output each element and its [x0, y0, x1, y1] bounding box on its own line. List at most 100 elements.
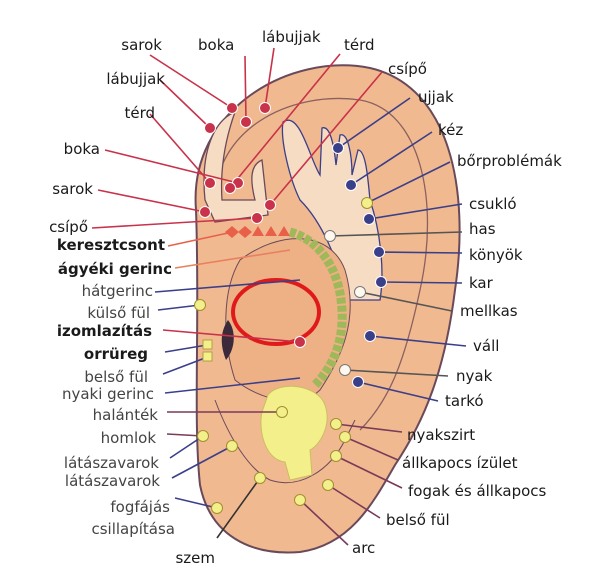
point-dot: [226, 102, 238, 114]
right-label: csukló: [469, 195, 517, 213]
leader-line: [229, 53, 341, 189]
right-label: belső fül: [386, 511, 450, 529]
leader-line: [335, 455, 403, 489]
leader-line: [149, 113, 211, 184]
leader-line: [337, 97, 411, 149]
left-label: belső fül: [84, 368, 148, 386]
point-dot: [364, 330, 376, 342]
leader-line: [244, 55, 247, 123]
point-dot: [204, 122, 216, 134]
point-dot: [363, 213, 375, 225]
point-dot: [322, 479, 334, 491]
helix-inner: [214, 97, 429, 431]
leader-line: [164, 377, 301, 394]
left-label: sarok: [52, 180, 93, 198]
point-dot: [211, 502, 223, 514]
left-label: izomlazítás: [57, 322, 152, 340]
point-dot: [194, 299, 206, 311]
left-label: csípő: [49, 218, 88, 236]
points: [194, 102, 387, 514]
leader-line: [97, 189, 206, 213]
left-label: hátgerinc: [82, 282, 153, 300]
left-label: keresztcsont: [57, 236, 165, 254]
point-dot: [240, 116, 252, 128]
point-dot: [226, 440, 238, 452]
left-label: csillapítása: [91, 520, 175, 538]
right-label: állkapocs ízület: [402, 454, 518, 472]
tragus-dark-mark: [221, 320, 234, 360]
point-dot: [259, 102, 271, 114]
labels: saroklábujjaktérdbokasarokcsípőkeresztcs…: [49, 28, 562, 567]
point-dot: [332, 142, 344, 154]
top-label: lábujjak: [262, 28, 321, 46]
point-dot: [339, 364, 351, 376]
leader-line: [329, 231, 463, 237]
leader-line: [359, 291, 453, 312]
right-label: nyakszirt: [407, 426, 475, 444]
right-label: arc: [352, 539, 375, 557]
leader-line: [167, 232, 229, 247]
left-label: külső fül: [87, 304, 150, 322]
leader-line: [162, 329, 301, 343]
top-label: boka: [198, 36, 234, 54]
right-label: tarkó: [445, 392, 484, 410]
leader-line: [171, 445, 233, 479]
leader-line: [335, 423, 403, 433]
right-label: bőrproblémák: [457, 152, 562, 170]
leader-line: [344, 436, 399, 461]
leader-line: [269, 71, 383, 206]
right-label: kar: [469, 274, 494, 292]
leader-line: [164, 344, 208, 353]
point-dot: [330, 450, 342, 462]
left-label: sarok: [121, 36, 162, 54]
point-dot: [204, 177, 216, 189]
leader-line: [357, 381, 439, 402]
leader-line: [154, 279, 301, 293]
point-dot: [345, 179, 357, 191]
point-dot: [197, 430, 209, 442]
point-dot: [354, 286, 366, 298]
point-dot: [361, 197, 373, 209]
point-dot: [294, 494, 306, 506]
right-label: könyök: [469, 246, 523, 264]
point-dot: [330, 418, 342, 430]
point-dot: [373, 246, 385, 258]
left-label: boka: [64, 140, 100, 158]
leader-line: [104, 149, 239, 184]
left-label: nyaki gerinc: [62, 385, 154, 403]
left-label: ágyéki gerinc: [58, 260, 172, 278]
right-label: has: [469, 220, 496, 238]
left-label: térd: [124, 104, 155, 122]
sacrum-triangles: [225, 226, 290, 238]
right-label: nyak: [456, 367, 493, 385]
leader-line: [159, 79, 211, 129]
hand-area: [281, 119, 383, 301]
highlight-circle: [231, 278, 321, 346]
left-label: halánték: [93, 406, 159, 424]
leader-line: [344, 369, 449, 377]
leader-line: [264, 47, 275, 109]
leader-line: [378, 251, 463, 254]
leader-line: [299, 499, 349, 546]
left-label: fogfájás: [110, 498, 170, 516]
leader-line: [174, 497, 218, 509]
foot-area: [203, 110, 269, 223]
leader-line: [327, 484, 381, 519]
point-dot: [339, 431, 351, 443]
leader-line: [369, 335, 467, 347]
left-label: látászavarok: [65, 472, 160, 490]
left-label: szem: [175, 549, 215, 567]
leader-line: [174, 249, 291, 269]
leader-line: [157, 304, 201, 311]
leader-line: [149, 54, 233, 109]
right-label: csípő: [388, 60, 427, 78]
leader-line: [169, 435, 204, 459]
leader-line: [350, 131, 433, 186]
right-label: kéz: [438, 121, 463, 139]
leader-line: [366, 161, 451, 204]
spine-curve: [288, 227, 347, 389]
point-dot: [352, 376, 364, 388]
point-dot: [199, 206, 211, 218]
leader-line: [368, 203, 463, 220]
